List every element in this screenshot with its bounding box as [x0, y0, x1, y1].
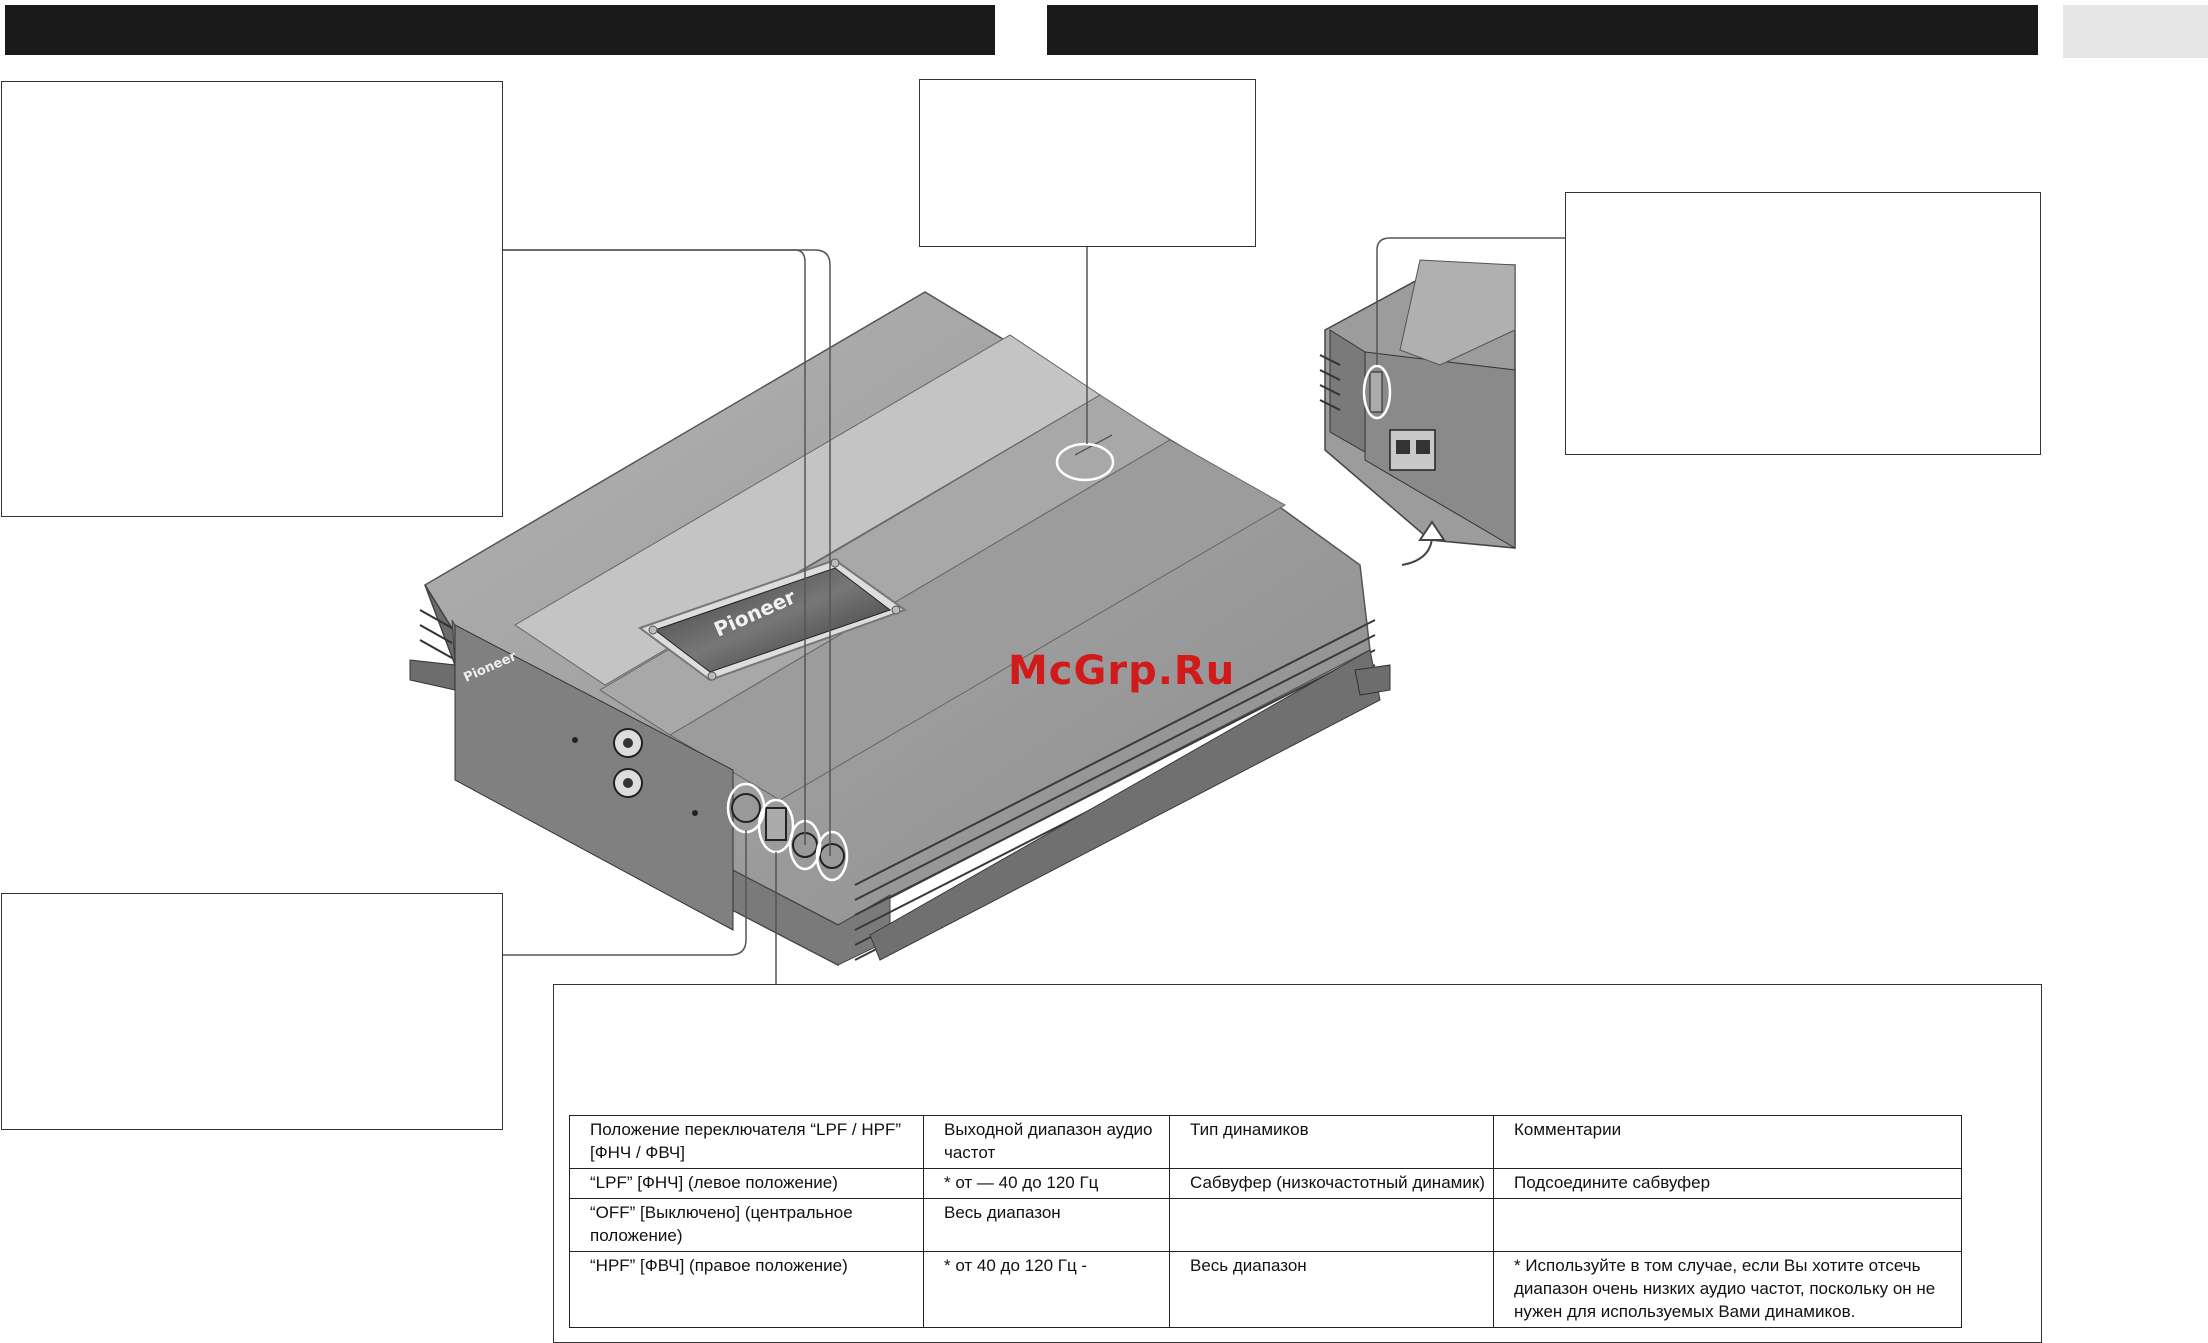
front-controls [731, 793, 845, 869]
table-cell: Подсоедините сабвуфер [1493, 1168, 1962, 1199]
watermark: McGrp.Ru [1008, 648, 1236, 694]
table-row: “HPF” [ФВЧ] (правое положение) * от 40 д… [569, 1251, 1962, 1328]
table-cell [1169, 1198, 1494, 1252]
callout-box-top-left [1, 81, 503, 517]
page-tab [2063, 5, 2208, 58]
amplifier-front [424, 584, 891, 967]
table-header-cell: Положение переключателя “LPF / HPF” [ФНЧ… [569, 1115, 924, 1169]
callout-box-bottom-left [1, 893, 503, 1130]
table-cell: “OFF” [Выключено] (центральное положение… [569, 1198, 924, 1252]
table-cell [1493, 1198, 1962, 1252]
header-bar-left [5, 5, 995, 55]
filter-settings-table: Положение переключателя “LPF / HPF” [ФНЧ… [569, 1115, 1962, 1328]
table-cell: “LPF” [ФНЧ] (левое положение) [569, 1168, 924, 1199]
table-header-row: Положение переключателя “LPF / HPF” [ФНЧ… [569, 1115, 1962, 1169]
table-cell: * Используйте в том случае, если Вы хоти… [1493, 1251, 1962, 1328]
table-cell: * от 40 до 120 Гц - [923, 1251, 1170, 1328]
table-row: “OFF” [Выключено] (центральное положение… [569, 1198, 1962, 1252]
table-header-cell: Выходной диапазон аудио частот [923, 1115, 1170, 1169]
table-cell: * от — 40 до 120 Гц [923, 1168, 1170, 1199]
table-header-cell: Тип динамиков [1169, 1115, 1494, 1169]
table-cell: Весь диапазон [923, 1198, 1170, 1252]
header-bar-right [1047, 5, 2038, 55]
table-cell: “HPF” [ФВЧ] (правое положение) [569, 1251, 924, 1328]
table-cell: Весь диапазон [1169, 1251, 1494, 1328]
table-cell: Сабвуфер (низкочастотный динамик) [1169, 1168, 1494, 1199]
table-header-cell: Комментарии [1493, 1115, 1962, 1169]
table-row: “LPF” [ФНЧ] (левое положение) * от — 40 … [569, 1168, 1962, 1199]
callout-box-top-right [1565, 192, 2041, 455]
callout-box-top-center [919, 79, 1256, 247]
rca-input-jacks [572, 728, 698, 816]
rear-view-inset [1319, 237, 1565, 566]
